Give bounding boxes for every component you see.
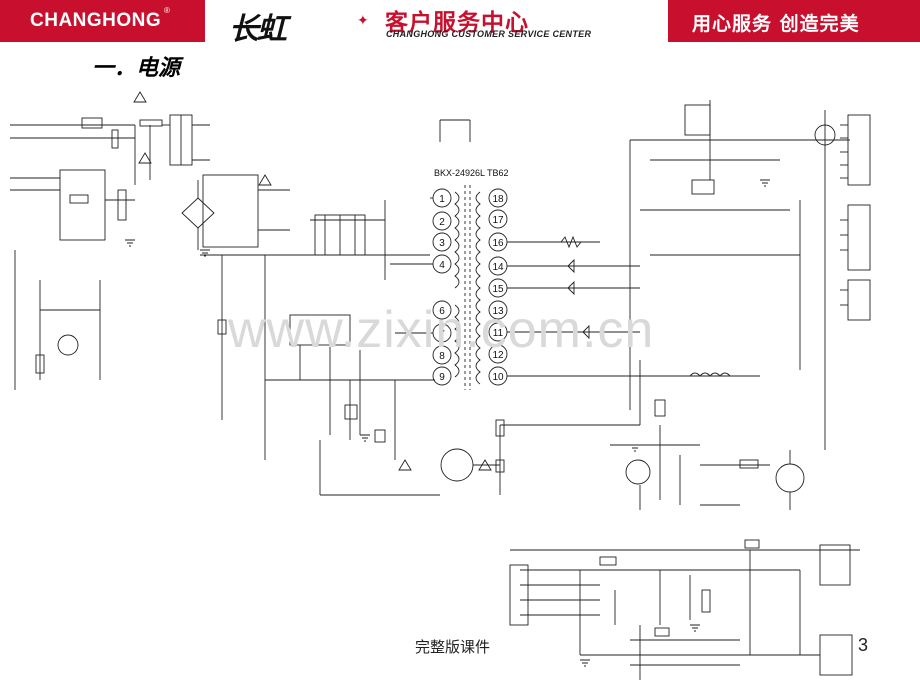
pin-label-12: 12: [492, 350, 504, 361]
pin-label-2: 2: [439, 217, 445, 228]
registered-mark: ®: [164, 6, 170, 15]
pin-label-3: 3: [439, 238, 445, 249]
service-center-cn: 客户服务中心: [385, 10, 529, 36]
chinese-logo: 长虹: [229, 12, 287, 47]
brand-name: CHANGHONG: [30, 10, 162, 31]
slogan-block: 用心服务 创造完美: [668, 0, 920, 42]
slogan-text: 用心服务 创造完美: [692, 13, 860, 35]
pin-label-8: 8: [439, 351, 445, 362]
page-number: 3: [858, 635, 869, 655]
pin-label-17: 17: [492, 215, 504, 226]
pin-label-10: 10: [492, 372, 504, 383]
header-banner: CHANGHONG ® 长虹 ✦ 客户服务中心 CHANGHONG CUSTOM…: [0, 0, 920, 47]
watermark: www.zixin.com.cn: [228, 301, 655, 359]
service-center-block: 长虹 ✦ 客户服务中心 CHANGHONG CUSTOMER SERVICE C…: [205, 0, 668, 47]
pin-label-16: 16: [492, 238, 504, 249]
pin-label-15: 15: [492, 284, 504, 295]
pin-label-14: 14: [492, 262, 504, 273]
brand-block: CHANGHONG ®: [0, 0, 205, 42]
pin-label-13: 13: [492, 306, 504, 317]
pin-label-6: 6: [439, 306, 445, 317]
section-title: 一．电源: [92, 55, 181, 81]
pin-label-11: 11: [493, 328, 504, 339]
pin-label-18: 18: [492, 194, 504, 205]
transformer-label: BKX-24926L TB62: [434, 168, 509, 178]
pin-label-9: 9: [439, 372, 445, 383]
star-icon: ✦: [357, 12, 369, 28]
pin-label-4: 4: [439, 260, 445, 271]
footer-caption: 完整版课件: [415, 638, 491, 656]
service-center-en: CHANGHONG CUSTOMER SERVICE CENTER: [386, 29, 592, 39]
power-supply-schematic: BKX-24926L TB62 1 2 3 4 6 7 8 9 18 17 16…: [10, 91, 871, 680]
pin-label-1: 1: [439, 194, 445, 205]
pin-label-7: 7: [439, 329, 445, 340]
